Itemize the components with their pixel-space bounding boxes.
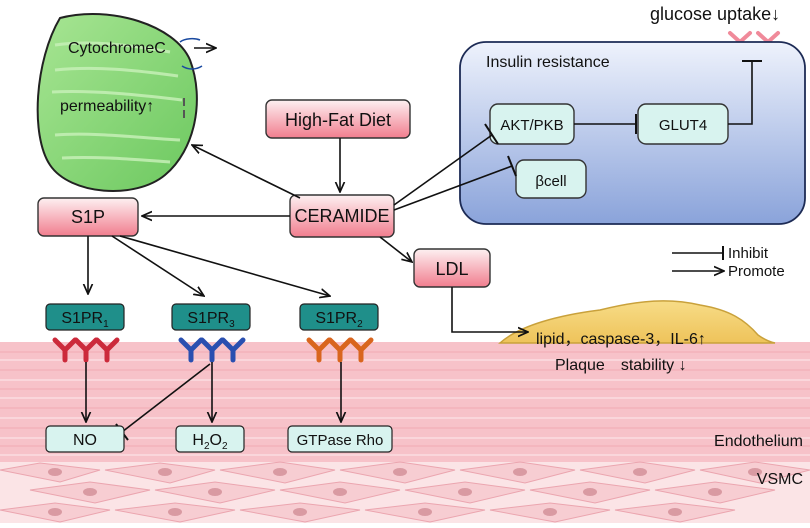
insulin-resistance-title: Insulin resistance	[486, 54, 610, 71]
s1pr3-label: S1PR3	[187, 310, 235, 330]
s1pr3-receptor-icon	[178, 337, 246, 363]
cytochrome-label: CytochromeC	[68, 40, 166, 57]
akt-pkb-label: AKT/PKB	[500, 117, 563, 134]
legend: Inhibit Promote	[672, 245, 785, 280]
h2o2-box	[175, 425, 245, 453]
mito-pore-top	[179, 37, 201, 43]
high-fat-diet-box	[265, 99, 411, 139]
plaque-line2: Plaque stability ↓	[555, 357, 687, 374]
vsmc-layer	[0, 461, 810, 523]
high-fat-diet-label: High-Fat Diet	[285, 110, 391, 130]
ceramide-inhibits-akt	[393, 134, 493, 206]
endothelium-layer	[0, 342, 810, 462]
ldl-label: LDL	[435, 259, 468, 279]
inhibit-bar-akt	[484, 123, 499, 145]
glucose-uptake-label: glucose uptake↓	[650, 4, 780, 24]
legend-inhibit-label: Inhibit	[728, 245, 769, 262]
s1p-to-s1pr3-arrow	[111, 235, 204, 296]
glut4-label: GLUT4	[659, 117, 707, 134]
h2o2-label: H2O2	[192, 432, 228, 452]
legend-promote-label: Promote	[728, 263, 785, 280]
s1pr2-box	[299, 303, 379, 331]
glut4-inhibits-glucose	[728, 62, 753, 125]
beta-cell-box	[515, 159, 587, 199]
ceramide-label: CERAMIDE	[294, 206, 389, 226]
s1p-to-s1pr2-arrow	[119, 235, 330, 296]
inhibit-bar-beta	[507, 155, 517, 177]
s1pr2-label: S1PR2	[315, 310, 363, 330]
gtpase-rho-label: GTPase Rho	[297, 432, 384, 449]
beta-cell-label: βcell	[535, 173, 566, 190]
s1p-label: S1P	[71, 207, 105, 227]
mito-pore-bottom	[181, 65, 203, 70]
ceramide-to-ldl-arrow	[379, 236, 412, 262]
s1pr1-box	[45, 303, 125, 331]
plaque	[498, 300, 776, 344]
no-label: NO	[73, 432, 97, 449]
s1pr1-label: S1PR1	[61, 310, 109, 330]
endothelium-label: Endothelium	[714, 433, 803, 450]
no-box	[45, 425, 125, 453]
s1pr3-inhibits-no	[121, 363, 211, 433]
permeability-label: permeability↑	[60, 98, 154, 115]
plaque-line1: lipid，caspase-3，IL-6↑	[536, 331, 706, 348]
mitochondrion	[36, 13, 203, 192]
s1pr3-box	[171, 303, 251, 331]
gtpase-rho-box	[287, 425, 393, 453]
ceramide-inhibits-beta	[393, 165, 513, 211]
vsmc-label: VSMC	[757, 471, 803, 488]
s1pr1-receptor-icon	[52, 337, 120, 363]
ceramide-to-mito-arrow	[192, 145, 301, 199]
s1pr2-receptor-icon	[306, 337, 374, 363]
ldl-to-plaque-arrow	[451, 287, 528, 332]
